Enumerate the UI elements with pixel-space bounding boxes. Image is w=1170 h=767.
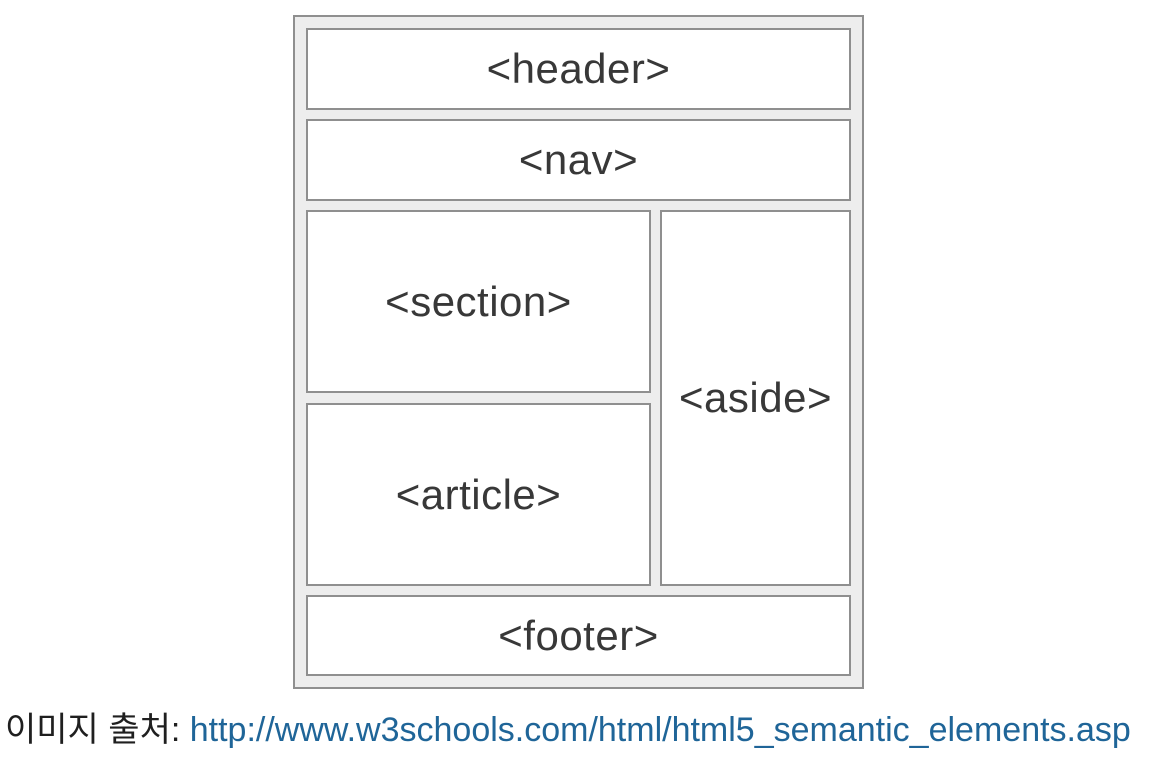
footer-element-label: <footer> (498, 611, 659, 659)
footer-element-box: <footer> (306, 595, 851, 676)
aside-element-label: <aside> (679, 374, 832, 421)
nav-element-label: <nav> (518, 136, 639, 183)
nav-element-box: <nav> (306, 119, 851, 201)
article-element-box: <article> (306, 403, 651, 586)
header-element-box: <header> (306, 28, 851, 110)
image-source-prefix: 이미지 출처: (5, 711, 190, 749)
html5-semantic-layout-diagram: <header> <nav> <section> <article> <asid… (293, 15, 864, 689)
image-source-link[interactable]: http://www.w3schools.com/html/html5_sema… (189, 711, 1131, 749)
aside-element-box: <aside> (660, 210, 851, 586)
image-source-caption: 이미지 출처: http://www.w3schools.com/html/ht… (5, 708, 1131, 752)
section-element-box: <section> (306, 210, 651, 393)
section-element-label: <section> (385, 277, 572, 325)
middle-row: <section> <article> <aside> (306, 210, 851, 586)
article-element-label: <article> (395, 470, 562, 518)
header-element-label: <header> (486, 45, 671, 92)
main-column: <section> <article> (306, 210, 651, 586)
